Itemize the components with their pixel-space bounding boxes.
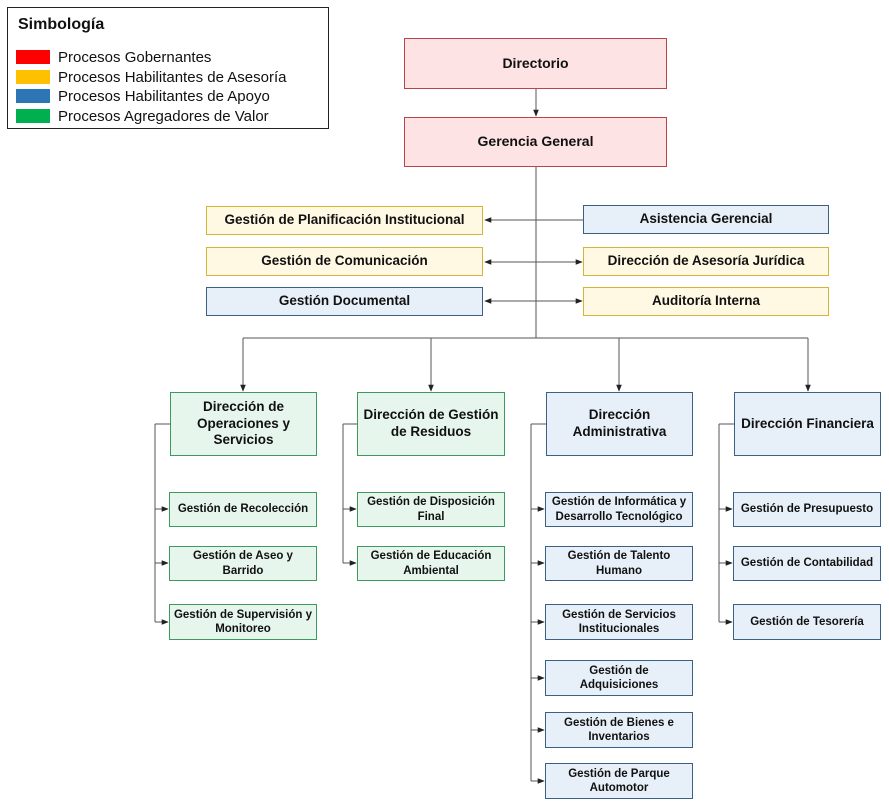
legend-swatch-blue xyxy=(16,89,50,103)
legend-label: Procesos Gobernantes xyxy=(58,48,212,66)
node-disposicion-final[interactable]: Gestión de Disposición Final xyxy=(357,492,505,527)
node-gestion-documental[interactable]: Gestión Documental xyxy=(206,287,483,316)
legend: Simbología Procesos Gobernantes Procesos… xyxy=(7,7,329,129)
legend-label: Procesos Habilitantes de Asesoría xyxy=(58,68,287,86)
node-asesoria-juridica[interactable]: Dirección de Asesoría Jurídica xyxy=(583,247,829,276)
node-talento-humano[interactable]: Gestión de Talento Humano xyxy=(545,546,693,581)
node-recoleccion[interactable]: Gestión de Recolección xyxy=(169,492,317,527)
node-presupuesto[interactable]: Gestión de Presupuesto xyxy=(733,492,881,527)
legend-swatch-yellow xyxy=(16,70,50,84)
legend-item-agregadores: Procesos Agregadores de Valor xyxy=(16,107,269,125)
node-contabilidad[interactable]: Gestión de Contabilidad xyxy=(733,546,881,581)
node-supervision-monitoreo[interactable]: Gestión de Supervisión y Monitoreo xyxy=(169,604,317,640)
node-informatica[interactable]: Gestión de Informática y Desarrollo Tecn… xyxy=(545,492,693,527)
legend-label: Procesos Habilitantes de Apoyo xyxy=(58,87,270,105)
legend-item-apoyo: Procesos Habilitantes de Apoyo xyxy=(16,87,270,105)
node-servicios-institucionales[interactable]: Gestión de Servicios Institucionales xyxy=(545,604,693,640)
node-direccion-operaciones[interactable]: Dirección de Operaciones y Servicios xyxy=(170,392,317,456)
legend-swatch-red xyxy=(16,50,50,64)
legend-swatch-green xyxy=(16,109,50,123)
node-comunicacion[interactable]: Gestión de Comunicación xyxy=(206,247,483,276)
legend-title: Simbología xyxy=(18,16,105,33)
node-direccion-residuos[interactable]: Dirección de Gestión de Residuos xyxy=(357,392,505,456)
node-planificacion-institucional[interactable]: Gestión de Planificación Institucional xyxy=(206,206,483,235)
node-tesoreria[interactable]: Gestión de Tesorería xyxy=(733,604,881,640)
node-adquisiciones[interactable]: Gestión de Adquisiciones xyxy=(545,660,693,696)
node-asistencia-gerencial[interactable]: Asistencia Gerencial xyxy=(583,205,829,234)
node-bienes-inventarios[interactable]: Gestión de Bienes e Inventarios xyxy=(545,712,693,748)
node-parque-automotor[interactable]: Gestión de Parque Automotor xyxy=(545,763,693,799)
node-aseo-barrido[interactable]: Gestión de Aseo y Barrido xyxy=(169,546,317,581)
node-direccion-financiera[interactable]: Dirección Financiera xyxy=(734,392,881,456)
legend-item-gobernantes: Procesos Gobernantes xyxy=(16,48,211,66)
node-gerencia-general[interactable]: Gerencia General xyxy=(404,117,667,167)
node-directorio[interactable]: Directorio xyxy=(404,38,667,89)
legend-label: Procesos Agregadores de Valor xyxy=(58,107,269,125)
node-auditoria-interna[interactable]: Auditoría Interna xyxy=(583,287,829,316)
node-educacion-ambiental[interactable]: Gestión de Educación Ambiental xyxy=(357,546,505,581)
node-direccion-administrativa[interactable]: Dirección Administrativa xyxy=(546,392,693,456)
legend-item-asesoria: Procesos Habilitantes de Asesoría xyxy=(16,68,286,86)
